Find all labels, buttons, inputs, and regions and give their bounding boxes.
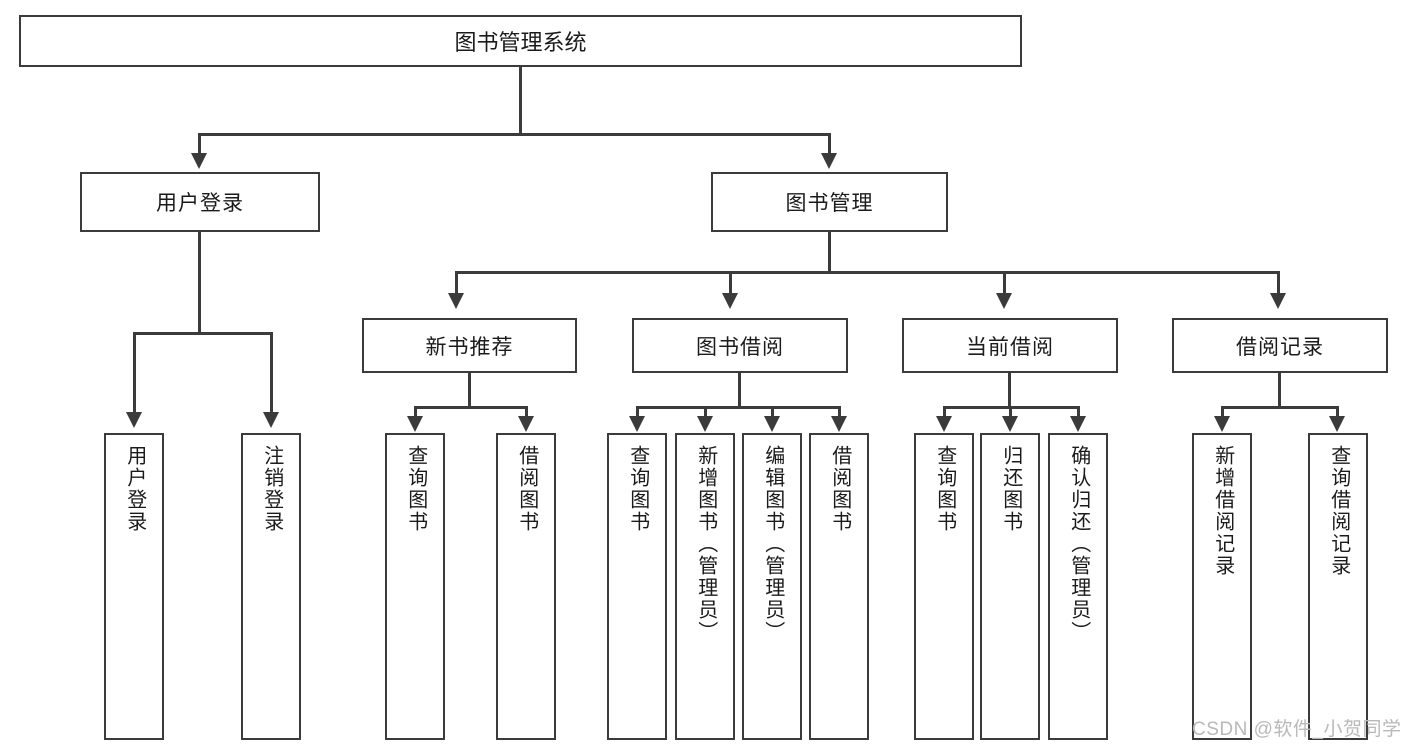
node-label: 新书推荐 (425, 335, 514, 359)
leaf-label: 查询图书 (626, 445, 649, 533)
arrowhead-book-borrow-leaf-3 (764, 416, 780, 432)
connector-borrow-record-bus (1221, 406, 1339, 409)
connector-current-borrow-drop-1 (943, 406, 946, 418)
node-label: 图书管理 (785, 192, 874, 215)
arrowhead-current-borrow (996, 293, 1012, 309)
leaf-book-borrow-query[interactable]: 查询图书 (607, 433, 667, 740)
connector-book-borrow-bus (636, 406, 841, 409)
leaf-book-borrow-add[interactable]: 新增图书（管理员） (675, 433, 735, 740)
node-label: 借阅记录 (1236, 335, 1324, 359)
arrowhead-current-borrow-leaf-3 (1070, 416, 1086, 432)
leaf-label: 查询图书 (404, 445, 427, 533)
node-book-management[interactable]: 图书管理 (711, 172, 948, 232)
leaf-borrow-record-add[interactable]: 新增借阅记录 (1192, 433, 1252, 740)
node-label: 用户登录 (156, 192, 244, 215)
arrowhead-new-book-recommend (448, 293, 464, 309)
connector-current-borrow-drop-3 (1077, 406, 1080, 418)
leaf-user-login-logout[interactable]: 注销登录 (241, 433, 301, 740)
node-user-login[interactable]: 用户登录 (80, 172, 320, 232)
node-new-book-recommend[interactable]: 新书推荐 (362, 318, 577, 373)
arrowhead-book-borrow-leaf-2 (697, 416, 713, 432)
connector-new-book-stem (468, 373, 471, 409)
connector-borrow-record-drop-2 (1336, 406, 1339, 418)
connector-book-mgmt-drop-2 (729, 271, 732, 295)
leaf-new-book-query[interactable]: 查询图书 (385, 433, 445, 740)
connector-current-borrow-stem (1008, 373, 1011, 409)
connector-new-book-bus (414, 406, 528, 409)
leaf-label: 编辑图书（管理员） (761, 445, 784, 643)
node-label: 当前借阅 (966, 335, 1054, 359)
arrowhead-user-login-leaf-2 (263, 412, 279, 428)
arrowhead-new-book-leaf-2 (518, 416, 534, 432)
connector-book-mgmt-stem (828, 232, 831, 274)
arrowhead-borrow-record-leaf-2 (1329, 416, 1345, 432)
connector-book-mgmt-drop-1 (455, 271, 458, 295)
leaf-label: 新增图书（管理员） (694, 445, 717, 643)
leaf-label: 借阅图书 (515, 445, 538, 533)
leaf-current-borrow-confirm[interactable]: 确认归还（管理员） (1048, 433, 1108, 740)
node-book-borrow[interactable]: 图书借阅 (632, 318, 848, 373)
leaf-borrow-record-query[interactable]: 查询借阅记录 (1308, 433, 1368, 740)
leaf-label: 查询借阅记录 (1327, 445, 1350, 577)
leaf-label: 归还图书 (999, 445, 1022, 533)
connector-root-to-user-login (198, 133, 201, 155)
connector-book-mgmt-drop-3 (1003, 271, 1006, 295)
arrowhead-borrow-record-leaf-1 (1214, 416, 1230, 432)
leaf-label: 查询图书 (933, 445, 956, 533)
leaf-label: 确认归还（管理员） (1067, 445, 1090, 643)
node-root-system[interactable]: 图书管理系统 (19, 15, 1022, 67)
connector-book-mgmt-drop-4 (1277, 271, 1280, 295)
connector-book-borrow-drop-1 (636, 406, 639, 418)
connector-current-borrow-drop-2 (1009, 406, 1012, 418)
leaf-user-login-login[interactable]: 用户登录 (104, 433, 164, 740)
node-current-borrow[interactable]: 当前借阅 (902, 318, 1118, 373)
connector-root-stem (519, 67, 522, 135)
connector-user-login-drop-1 (133, 332, 136, 414)
arrowhead-user-login (191, 153, 207, 169)
leaf-book-borrow-borrow[interactable]: 借阅图书 (809, 433, 869, 740)
node-label: 图书管理系统 (454, 30, 587, 55)
connector-new-book-drop-1 (414, 406, 417, 418)
watermark-text: CSDN @软件_小贺同学 (1192, 719, 1402, 740)
connector-root-to-book-mgmt (828, 133, 831, 155)
arrowhead-current-borrow-leaf-2 (1002, 416, 1018, 432)
connector-book-borrow-drop-4 (838, 406, 841, 418)
arrowhead-current-borrow-leaf-1 (936, 416, 952, 432)
leaf-label: 注销登录 (260, 445, 283, 533)
leaf-label: 借阅图书 (828, 445, 851, 533)
node-borrow-record[interactable]: 借阅记录 (1172, 318, 1388, 373)
leaf-label: 新增借阅记录 (1211, 445, 1234, 577)
connector-book-mgmt-bus (455, 271, 1280, 274)
arrowhead-borrow-record (1270, 293, 1286, 309)
arrowhead-book-mgmt (821, 153, 837, 169)
connector-borrow-record-drop-1 (1221, 406, 1224, 418)
arrowhead-new-book-leaf-1 (407, 416, 423, 432)
connector-book-borrow-drop-2 (704, 406, 707, 418)
connector-root-bus (198, 133, 830, 136)
leaf-label: 用户登录 (123, 445, 146, 533)
connector-book-borrow-stem (738, 373, 741, 409)
leaf-new-book-borrow[interactable]: 借阅图书 (496, 433, 556, 740)
arrowhead-book-borrow-leaf-4 (831, 416, 847, 432)
leaf-current-borrow-query[interactable]: 查询图书 (914, 433, 974, 740)
arrowhead-user-login-leaf-1 (126, 412, 142, 428)
connector-user-login-drop-2 (270, 332, 273, 414)
leaf-book-borrow-edit[interactable]: 编辑图书（管理员） (742, 433, 802, 740)
arrowhead-book-borrow-leaf-1 (629, 416, 645, 432)
leaf-current-borrow-return[interactable]: 归还图书 (980, 433, 1040, 740)
connector-new-book-drop-2 (525, 406, 528, 418)
connector-borrow-record-stem (1278, 373, 1281, 409)
connector-user-login-stem (198, 232, 201, 334)
connector-book-borrow-drop-3 (771, 406, 774, 418)
node-label: 图书借阅 (696, 335, 784, 359)
connector-user-login-bus (133, 332, 273, 335)
arrowhead-book-borrow (722, 293, 738, 309)
